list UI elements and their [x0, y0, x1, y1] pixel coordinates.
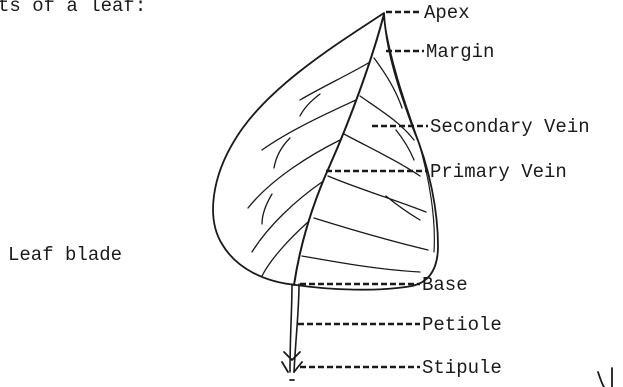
corner-pen-marks — [598, 368, 612, 387]
leaf-outline — [213, 13, 438, 290]
petiole-stalk-edge — [294, 284, 299, 372]
secondary-veins-left — [248, 62, 370, 276]
label-base: Base — [422, 274, 468, 296]
label-margin: Margin — [426, 41, 494, 63]
label-apex: Apex — [424, 2, 470, 24]
secondary-veins-right — [302, 58, 428, 272]
midrib — [294, 14, 384, 285]
stipule-shape — [282, 352, 302, 380]
leaf-blade-label: Leaf blade — [8, 244, 122, 266]
label-petiole: Petiole — [422, 314, 502, 336]
label-secondary-vein: Secondary Vein — [430, 116, 590, 138]
header-text: ts of a leaf: — [0, 0, 146, 17]
label-primary-vein: Primary Vein — [430, 161, 567, 183]
label-stipule: Stipule — [422, 357, 502, 379]
